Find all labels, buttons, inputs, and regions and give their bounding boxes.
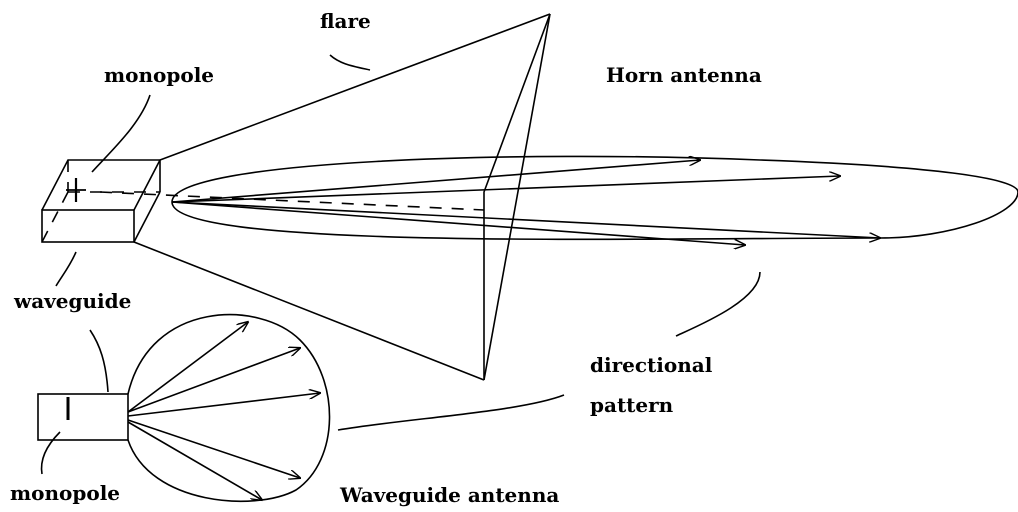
- label-monopole-top: monopole: [104, 63, 214, 87]
- monopole-bottom-leader: [40, 431, 61, 475]
- small-waveguide-box: [37, 393, 129, 441]
- monopole-top-leader: [91, 94, 151, 173]
- directional-pattern-leader-top: [675, 271, 761, 337]
- label-monopole-bottom: monopole: [10, 481, 120, 505]
- monopole-element-top: [66, 178, 86, 202]
- waveguide-box: [41, 159, 162, 243]
- horn-flare: [133, 13, 551, 381]
- waveguide-antenna-figure: [37, 313, 565, 503]
- label-flare: flare: [320, 9, 371, 33]
- label-pattern: pattern: [590, 393, 674, 417]
- waveguide-radiation-arrows: [127, 322, 320, 500]
- directional-pattern-leader-bottom: [337, 394, 565, 431]
- label-waveguide-antenna: Waveguide antenna: [339, 483, 559, 507]
- flare-leader: [329, 54, 371, 71]
- label-directional: directional: [590, 353, 713, 377]
- radiation-circle: [127, 313, 331, 503]
- label-horn-antenna: Horn antenna: [606, 63, 762, 87]
- waveguide-leader-bottom: [89, 329, 109, 393]
- horn-axis: [99, 191, 485, 211]
- label-waveguide: waveguide: [13, 289, 131, 313]
- horn-antenna-figure: [41, 13, 1018, 381]
- waveguide-leader-top: [55, 251, 77, 287]
